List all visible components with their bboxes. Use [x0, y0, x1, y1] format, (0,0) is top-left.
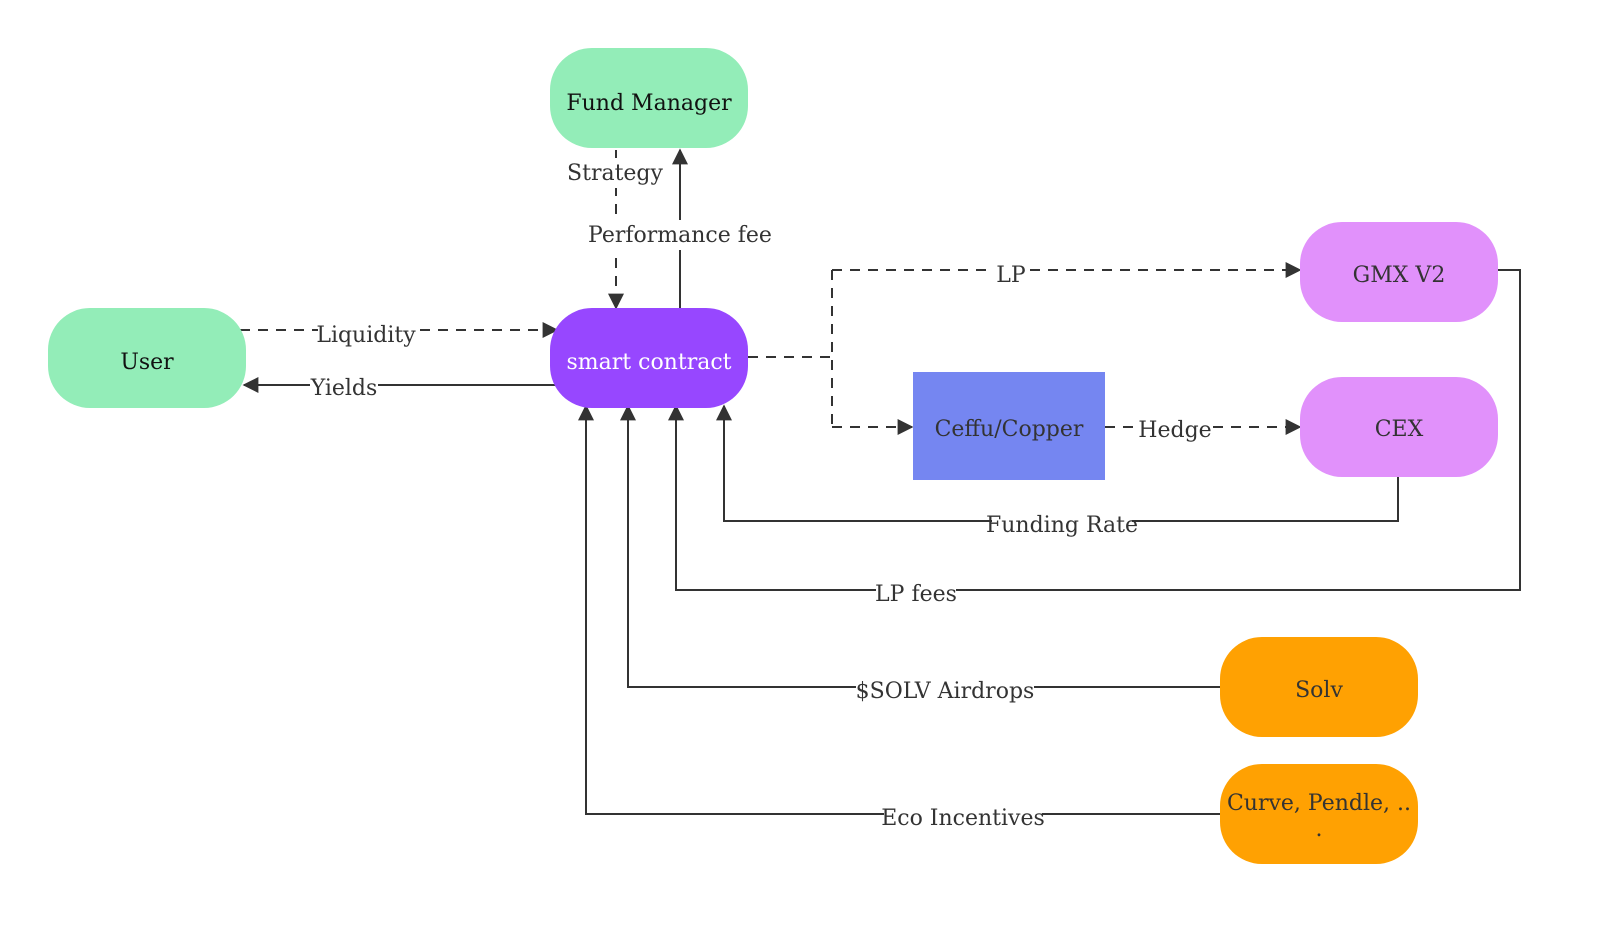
node-smart-contract: smart contract	[550, 308, 748, 408]
node-cex-label: CEX	[1375, 417, 1424, 442]
edge-label-eco-incentives: Eco Incentives	[881, 806, 1045, 831]
node-user: User	[48, 308, 246, 408]
node-curve-pendle-label: Curve, Pendle, ..	[1227, 791, 1411, 816]
edge-label-performance-fee: Performance fee	[588, 223, 772, 248]
node-ceffu-copper-label: Ceffu/Copper	[935, 417, 1084, 442]
node-gmx-v2: GMX V2	[1300, 222, 1498, 322]
edge-lp-fees	[668, 269, 1521, 591]
node-solv-shape	[1220, 637, 1418, 737]
edge-label-solv-airdrops: $SOLV Airdrops	[856, 679, 1035, 704]
node-solv: Solv	[1220, 637, 1418, 737]
edge-eco-incentives	[578, 404, 1220, 815]
node-gmx-v2-label: GMX V2	[1353, 263, 1446, 288]
edge-labels: Strategy Performance fee Liquidity Yield…	[310, 158, 1212, 833]
node-curve-pendle: Curve, Pendle, .. .	[1220, 764, 1418, 864]
node-fund-manager: Fund Manager	[550, 48, 748, 148]
node-solv-label: Solv	[1295, 678, 1343, 703]
edge-label-strategy: Strategy	[567, 161, 663, 186]
node-curve-pendle-shape	[1220, 764, 1418, 864]
node-smart-contract-label: smart contract	[567, 350, 732, 375]
nodes: Fund Manager User smart contract GMX V2 …	[48, 48, 1498, 864]
edge-label-lp: LP	[996, 263, 1026, 288]
node-ceffu-copper: Ceffu/Copper	[913, 372, 1105, 480]
node-cex-shape	[1300, 377, 1498, 477]
edge-label-hedge: Hedge	[1138, 418, 1211, 443]
node-cex: CEX	[1300, 377, 1498, 477]
node-user-label: User	[120, 350, 174, 375]
node-fund-manager-shape	[550, 48, 748, 148]
node-user-shape	[48, 308, 246, 408]
edge-label-yields: Yields	[310, 376, 378, 401]
node-smart-contract-shape	[550, 308, 748, 408]
node-ceffu-copper-shape	[913, 372, 1105, 480]
edge-label-lp-fees: LP fees	[875, 582, 957, 607]
edge-label-liquidity: Liquidity	[316, 323, 416, 348]
node-curve-pendle-label-line2: .	[1316, 817, 1323, 842]
node-fund-manager-label: Fund Manager	[566, 91, 732, 116]
node-gmx-v2-shape	[1300, 222, 1498, 322]
edge-label-funding-rate: Funding Rate	[986, 513, 1138, 538]
